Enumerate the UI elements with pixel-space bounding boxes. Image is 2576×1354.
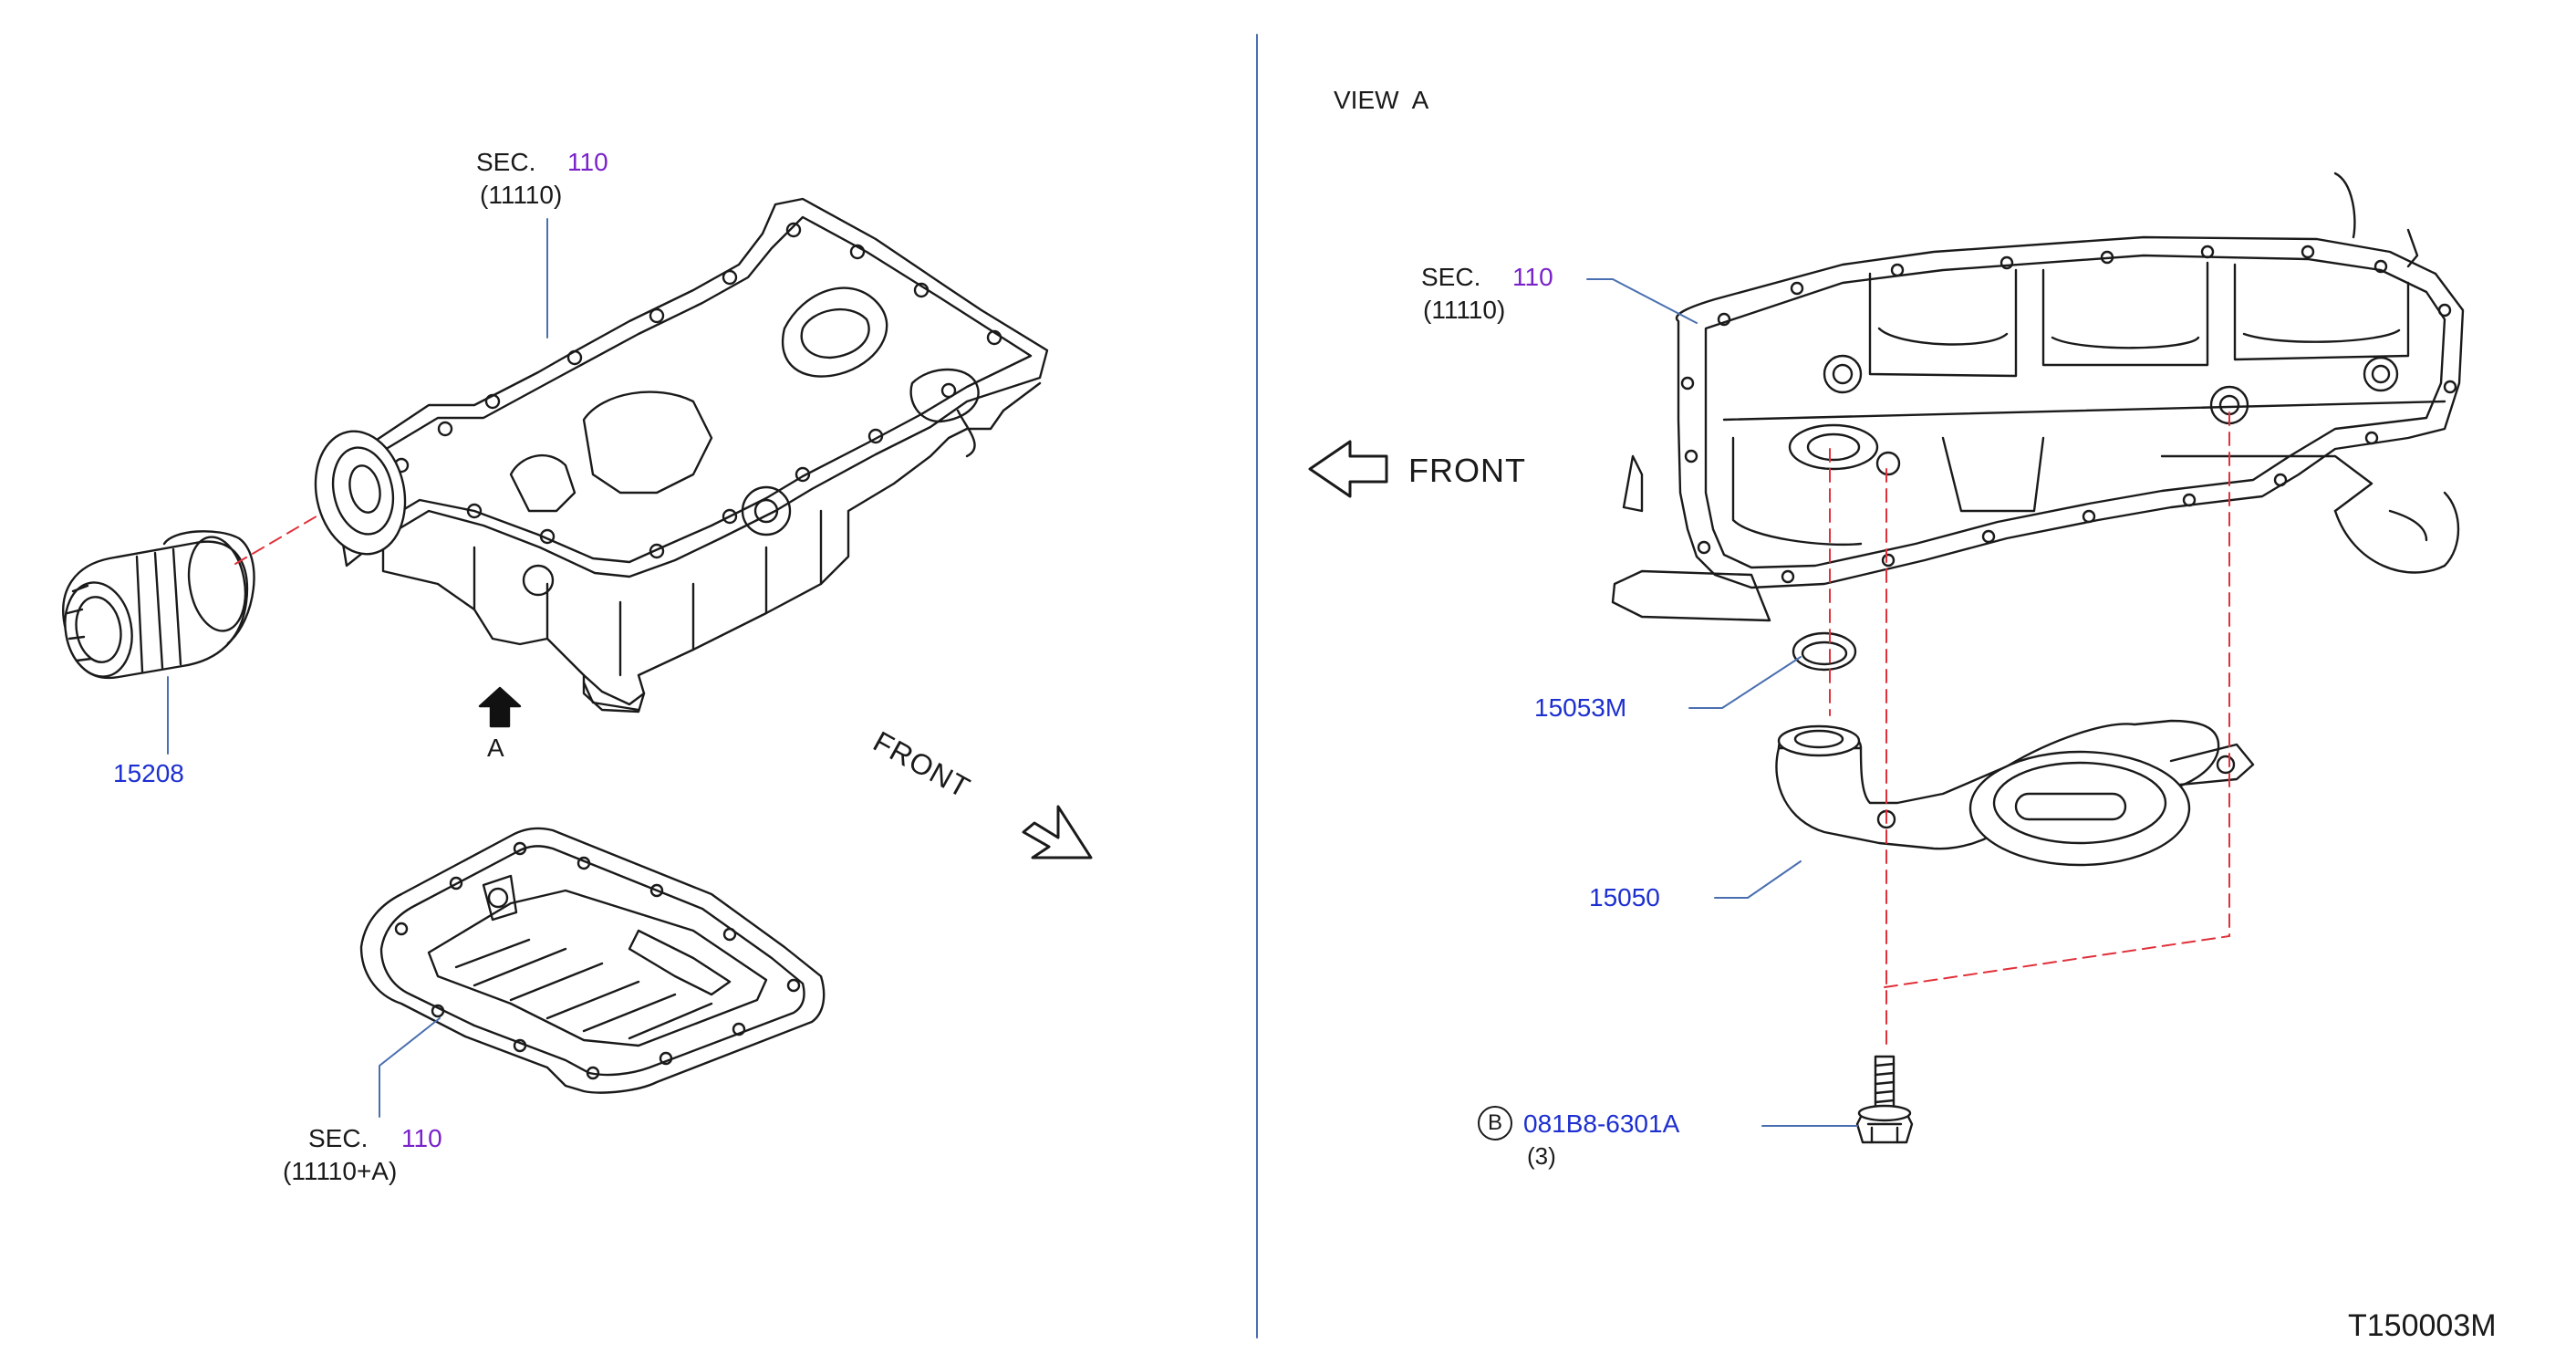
lower-oil-pan-drawing <box>359 827 826 1094</box>
front-label-right: FRONT <box>1408 452 1526 489</box>
part-number-oil-filter[interactable]: 15208 <box>113 759 184 787</box>
sec-label-upper-left: SEC. <box>476 148 536 176</box>
strainer-drawing <box>1775 719 2255 867</box>
sec-number-lower-left[interactable]: 110 <box>401 1124 442 1152</box>
part-number-o-ring[interactable]: 15053M <box>1534 693 1627 722</box>
front-arrow-diagonal-icon <box>1022 805 1093 859</box>
part-ref-right: (11110) <box>1423 296 1506 324</box>
upper-oil-pan-drawing <box>314 197 1049 713</box>
view-arrow-letter: A <box>487 734 504 762</box>
bolt-drawing <box>1855 1055 1914 1144</box>
o-ring-drawing <box>1792 631 1857 672</box>
bolt-circle-letter: B <box>1478 1106 1512 1140</box>
part-number-strainer[interactable]: 15050 <box>1589 883 1660 911</box>
sec-number-upper-left[interactable]: 110 <box>567 148 608 176</box>
part-ref-lower-left: (11110+A) <box>283 1157 398 1185</box>
view-arrow-up-icon <box>478 686 522 728</box>
part-ref-upper-left: (11110) <box>480 181 563 209</box>
sec-number-right[interactable]: 110 <box>1512 263 1553 291</box>
oil-filter-drawing <box>62 530 255 680</box>
sec-label-lower-left: SEC. <box>308 1124 369 1152</box>
part-number-bolt[interactable]: 081B8-6301A <box>1523 1109 1680 1138</box>
view-a-label: VIEW A <box>1334 86 1429 114</box>
front-arrow-left-icon <box>1308 440 1388 498</box>
sec-label-right: SEC. <box>1421 263 1481 291</box>
drawing-code: T150003M <box>2348 1308 2497 1343</box>
bolt-quantity: (3) <box>1527 1142 1556 1170</box>
view-a-oil-pan-drawing <box>1611 172 2465 622</box>
